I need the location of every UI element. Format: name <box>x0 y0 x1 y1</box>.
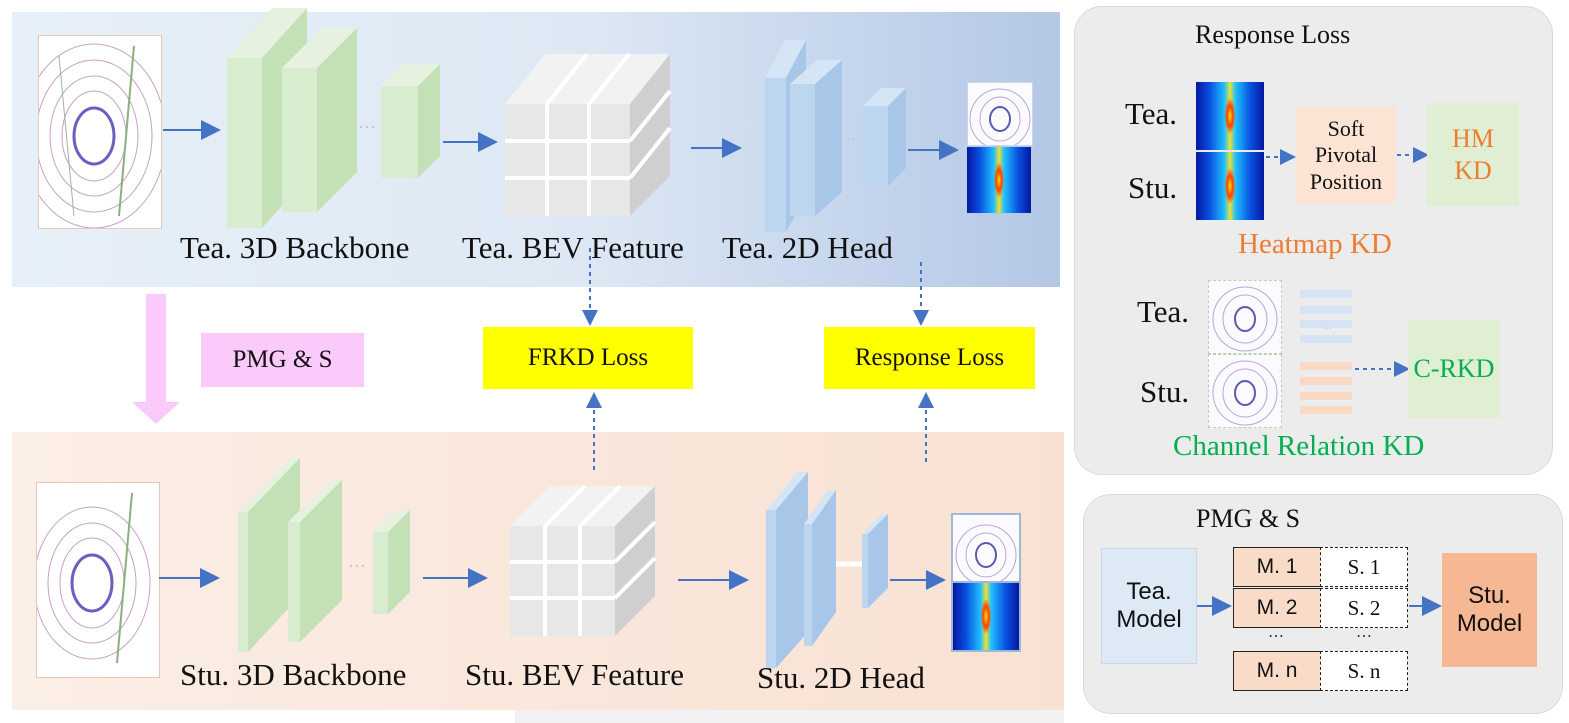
frkd-loss-label: FRKD Loss <box>483 327 693 389</box>
heatmap-tea-label: Tea. <box>1125 96 1178 131</box>
model-cell-n: M. n <box>1233 651 1321 691</box>
channel-relation-kd-label: Channel Relation KD <box>1173 430 1425 462</box>
student-bev-thumb <box>1208 354 1282 428</box>
response-loss-label: Response Loss <box>824 327 1035 389</box>
tea-model-box: Tea. Model <box>1101 548 1197 664</box>
svg-text:···: ··· <box>1322 324 1332 335</box>
student-heatmap-output <box>951 581 1021 652</box>
student-panel-strip <box>515 710 1064 723</box>
teacher-backbone-blocks: ··· <box>227 8 440 228</box>
teacher-point-cloud-input <box>21 35 167 229</box>
sparse-cell-1: S. 1 <box>1320 547 1408 587</box>
model-ellipsis: … <box>1268 624 1284 641</box>
teacher-bev-caption: Tea. BEV Feature <box>462 230 684 265</box>
svg-text:···: ··· <box>358 117 376 137</box>
channel-stacks: ··· <box>1300 290 1352 414</box>
pink-down-arrow <box>132 294 180 424</box>
response-panel-title: Response Loss <box>1195 20 1351 49</box>
teacher-bev-thumb <box>1208 280 1282 354</box>
student-backbone-caption: Stu. 3D Backbone <box>180 657 407 692</box>
teacher-head-caption: Tea. 2D Head <box>722 230 893 265</box>
student-bev-output <box>951 513 1021 586</box>
student-bev-cube <box>510 484 657 636</box>
channel-tea-label: Tea. <box>1137 294 1190 329</box>
sparse-ellipsis: … <box>1356 624 1372 641</box>
teacher-head-blocks: ··· <box>765 40 906 232</box>
student-head-blocks <box>766 472 888 668</box>
heatmap-kd-label: Heatmap KD <box>1238 228 1392 260</box>
teacher-heatmap-output <box>967 147 1031 213</box>
svg-text:···: ··· <box>348 556 366 576</box>
model-cell-2: M. 2 <box>1233 588 1321 628</box>
student-backbone-blocks: ··· <box>238 458 410 652</box>
hm-kd-box: HM KD <box>1427 103 1519 206</box>
student-head-caption: Stu. 2D Head <box>757 660 925 695</box>
teacher-heatmap-thumb <box>1196 82 1264 150</box>
student-bev-caption: Stu. BEV Feature <box>465 657 684 692</box>
teacher-backbone-caption: Tea. 3D Backbone <box>180 230 410 265</box>
sparse-cell-2: S. 2 <box>1320 588 1408 628</box>
model-cell-1: M. 1 <box>1233 547 1321 587</box>
pmg-s-label: PMG & S <box>201 333 364 387</box>
teacher-bev-output <box>967 82 1033 150</box>
teacher-bev-cube <box>505 52 672 216</box>
channel-stu-label: Stu. <box>1140 374 1190 409</box>
heatmap-stu-label: Stu. <box>1128 170 1178 205</box>
student-heatmap-thumb <box>1196 152 1264 220</box>
svg-text:···: ··· <box>846 133 860 148</box>
soft-pivotal-position-box: Soft Pivotal Position <box>1296 107 1396 204</box>
c-rkd-box: C-RKD <box>1408 320 1500 418</box>
sparse-cell-n: S. n <box>1320 651 1408 691</box>
pmg-panel-title: PMG & S <box>1196 504 1301 533</box>
stu-model-box: Stu. Model <box>1442 553 1537 667</box>
